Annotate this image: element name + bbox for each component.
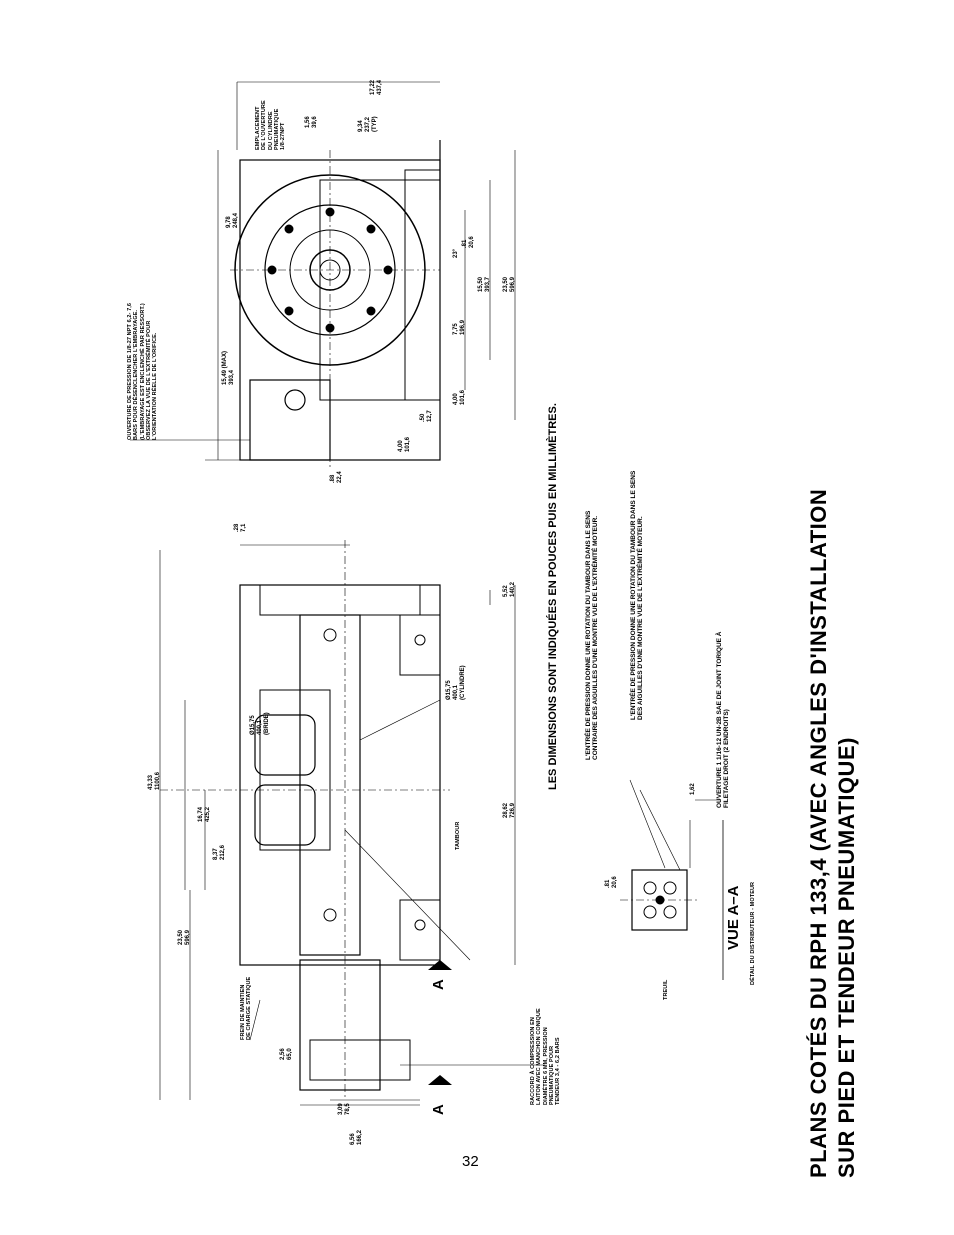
view-aa-subtitle: DÉTAIL DU DISTRIBUTEUR - MOTEUR <box>750 881 756 985</box>
dim-angle: 23° <box>453 248 459 258</box>
units-note: LES DIMENSIONS SONT INDIQUÉES EN POUCES … <box>547 403 559 790</box>
dim-1-62: 1,62 <box>690 783 696 795</box>
entry-cw-note: L'ENTRÉE DE PRESSION DONNE UNE ROTATION … <box>630 470 645 720</box>
view-aa-detail <box>620 779 724 980</box>
pressure-port-note: OUVERTURE DE PRESSION DE 1/8-27 NPT 6,2-… <box>127 302 159 440</box>
side-view <box>159 540 545 1106</box>
view-aa-title: VUE A–A <box>725 885 742 950</box>
opening-note: OUVERTURE 1 1/16-12 UN-2B SAE DE JOINT T… <box>716 631 731 808</box>
page-number: 32 <box>462 1153 479 1170</box>
section-a-right: A <box>430 979 447 990</box>
end-view <box>130 81 516 470</box>
drum-label: TAMBOUR <box>455 821 461 850</box>
winch-label: TREUIL <box>663 979 669 1000</box>
brake-note: FREIN DE MAINTIEN DE CHARGE STATIQUE <box>240 976 253 1040</box>
entry-ccw-note: L'ENTRÉE DE PRESSION DONNE UNE ROTATION … <box>585 510 600 760</box>
page-title: PLANS COTÉS DU RPH 133,4 (AVEC ANGLES D'… <box>805 489 860 1178</box>
cylinder-location-note: EMPLACEMENT DE L'OUVERTURE DU CYLINDRE P… <box>255 100 287 150</box>
title-line-2: SUR PIED ET TENDEUR PNEUMATIQUE) <box>833 737 859 1178</box>
section-a-left: A <box>430 1104 447 1115</box>
dim-15-49: 15,49 (MAX)393,4 <box>222 350 235 385</box>
section-markers <box>428 960 452 1085</box>
title-line-1: PLANS COTÉS DU RPH 133,4 (AVEC ANGLES D'… <box>806 488 831 1178</box>
fitting-note: RACCORD À COMPRESSION EN LAITON AVEC MAN… <box>530 1008 562 1105</box>
